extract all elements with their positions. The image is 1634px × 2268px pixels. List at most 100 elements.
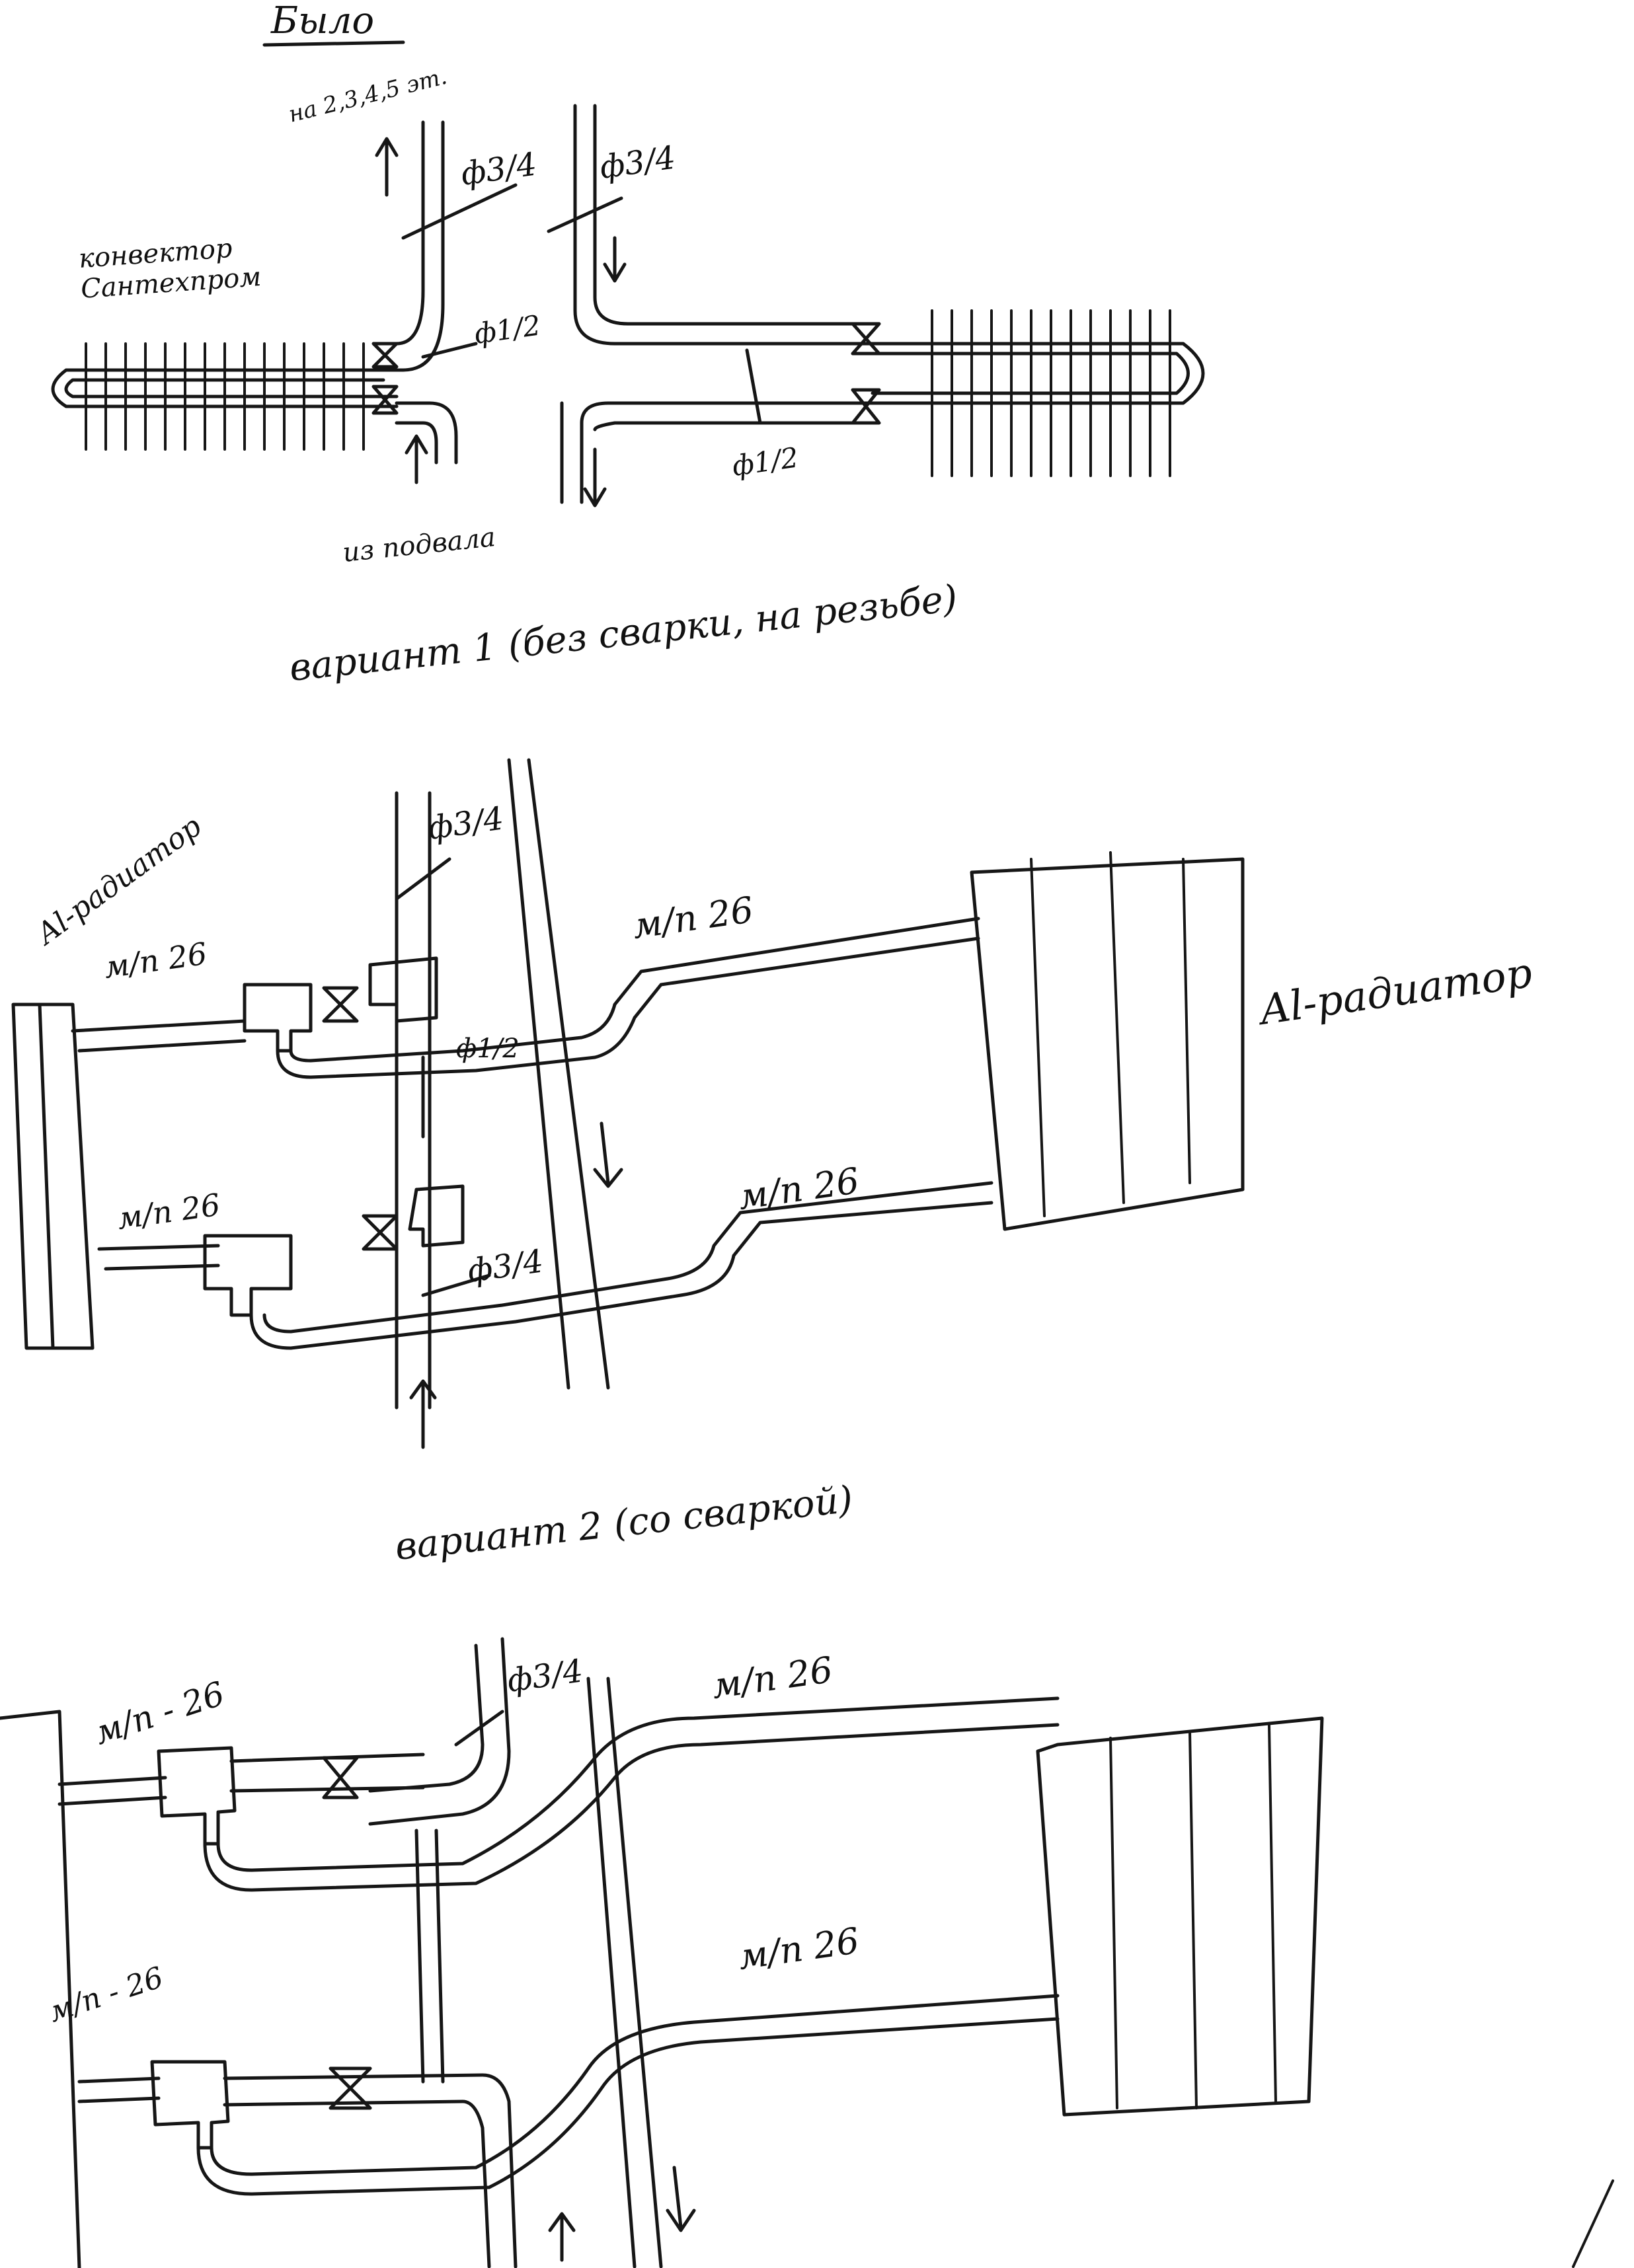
v1-return-left-inner bbox=[395, 421, 438, 465]
v3-label-mp-lower-right: м/п 26 bbox=[736, 1920, 862, 1978]
variant-3-diagram: ф3/4 м/п - 26 м/п - 26 м/п 26 м/п 26 bbox=[0, 1637, 1614, 2268]
v2-tee-lower-left bbox=[203, 1234, 293, 1317]
v3-right-radiator-sections bbox=[1109, 1723, 1277, 2109]
v1-right-down-arrow bbox=[603, 236, 627, 283]
v3-riser-a bbox=[368, 1644, 485, 1793]
v3-riser-b bbox=[368, 1637, 511, 1826]
v2-caption: вариант 2 (со сваркой) bbox=[393, 1478, 855, 1569]
v2-label-riser-top: ф3/4 bbox=[426, 800, 506, 847]
v3-upper-return bbox=[216, 1696, 1060, 1872]
v1-valve-right-bottom bbox=[851, 388, 881, 425]
v2-callout-top bbox=[395, 857, 451, 901]
v3-lower-pipe bbox=[223, 2073, 518, 2268]
v2-callout-bottom bbox=[421, 1273, 491, 1297]
v2-tee-upper-right bbox=[368, 956, 438, 1023]
v2-lower-bypass bbox=[249, 1201, 993, 1350]
v1-label-left-branch: ф1/2 bbox=[473, 309, 543, 350]
v2-label-branch: ф1/2 bbox=[456, 1034, 520, 1064]
v1-left-pipe-callout bbox=[401, 183, 518, 240]
v3-label-mp-lower-left: м/п - 26 bbox=[45, 1961, 168, 2029]
v3-label-mp-upper-left: м/п - 26 bbox=[90, 1675, 229, 1753]
v1-valve-left-bottom bbox=[371, 385, 399, 415]
v3-callout bbox=[454, 1710, 504, 1747]
v1-label-right-branch: ф1/2 bbox=[730, 441, 800, 482]
v3-right-radiator bbox=[1036, 1716, 1324, 2117]
v1-return-right-inner bbox=[580, 421, 875, 504]
v2-down-arrow bbox=[593, 1121, 623, 1188]
sheet-title: Было bbox=[270, 0, 374, 42]
v1-riser-right-inner bbox=[593, 104, 875, 326]
v2-label-mp-upper-left: м/п 26 bbox=[102, 936, 209, 985]
v1-convector-left-fins bbox=[85, 342, 365, 451]
v1-convector-right-fins bbox=[931, 309, 1171, 477]
v1-valve-left-top bbox=[371, 342, 399, 369]
v2-label-mp-lower-left: м/п 26 bbox=[115, 1187, 222, 1236]
v3-label-riser: ф3/4 bbox=[505, 1652, 586, 1699]
v2-upper-bypass bbox=[276, 936, 980, 1079]
variant-1-diagram: на 2,3,4,5 эт. ф3/4 ф3/4 ф1/2 ф1/2 конве… bbox=[51, 63, 1205, 690]
v2-up-arrow bbox=[409, 1379, 437, 1449]
v1-valve-right-top bbox=[851, 322, 881, 356]
v1-right-down-arrow-2 bbox=[583, 447, 607, 508]
v2-left-radiator bbox=[11, 1002, 95, 1350]
v3-tee-upper bbox=[157, 1746, 237, 1846]
v2-label-riser-bottom: ф3/4 bbox=[465, 1242, 546, 1289]
v1-riser-right bbox=[573, 104, 875, 346]
v2-label-left-radiator: Al-радиатор bbox=[28, 810, 208, 952]
v2-riser-d bbox=[527, 758, 610, 1390]
v2-valve-upper bbox=[322, 986, 359, 1023]
v3-riser-c bbox=[586, 1677, 637, 2268]
v1-riser-left bbox=[381, 120, 425, 346]
v3-left-radiator bbox=[0, 1710, 81, 2268]
v1-label-from-basement: из подвала bbox=[341, 522, 496, 568]
v1-convector-right-inner bbox=[871, 352, 1190, 395]
v1-return-left bbox=[395, 401, 458, 465]
v2-valve-lower bbox=[362, 1214, 399, 1251]
v1-up-arrow-top bbox=[375, 137, 399, 197]
v3-margin-scribble bbox=[1572, 2179, 1614, 2268]
v2-label-mp-upper-right: м/п 26 bbox=[630, 889, 756, 947]
v2-tee-upper-left bbox=[243, 983, 313, 1053]
v1-branch-callout bbox=[421, 342, 478, 359]
v3-lower-return-inner bbox=[196, 2017, 1060, 2196]
v2-lower-bypass-inner bbox=[262, 1181, 993, 1334]
v1-up-arrow-bottom bbox=[405, 434, 428, 484]
v3-riser-d bbox=[606, 1677, 663, 2268]
v3-valve-lower bbox=[329, 2066, 372, 2110]
v2-mp-lower-left-a bbox=[97, 1244, 220, 1251]
v1-convector-right bbox=[871, 342, 1205, 405]
v2-mp-upper-left-a bbox=[71, 1019, 247, 1033]
v2-tee-lower-right bbox=[408, 1184, 465, 1248]
v3-mp-upper-left bbox=[58, 1776, 167, 1806]
v3-riser-e bbox=[414, 1829, 425, 2084]
v1-label-up-floors: на 2,3,4,5 эт. bbox=[286, 63, 450, 128]
v3-upper-return-inner bbox=[203, 1723, 1060, 1892]
v2-upper-bypass-inner bbox=[289, 917, 980, 1063]
v2-right-radiator bbox=[970, 857, 1245, 1231]
v1-label-left-pipe: ф3/4 bbox=[459, 145, 539, 192]
v1-right-riser-callout bbox=[547, 196, 623, 233]
v3-upper-pipe bbox=[229, 1753, 425, 1793]
v1-right-branch-callout bbox=[745, 348, 762, 425]
v3-label-mp-upper-right: м/п 26 bbox=[709, 1649, 836, 1707]
v3-up-arrow bbox=[548, 2212, 576, 2262]
variant-2-diagram: Al-радиатор Al-радиатор ф3/4 ф3/4 ф1/2 м… bbox=[11, 758, 1535, 1569]
v1-return-right bbox=[560, 401, 875, 504]
v3-valve-upper bbox=[322, 1756, 359, 1799]
v2-right-radiator-sections bbox=[1030, 851, 1191, 1217]
v1-convector-left bbox=[51, 368, 399, 408]
v2-mp-lower-left-b bbox=[104, 1264, 220, 1271]
v3-tee-lower bbox=[150, 2060, 230, 2150]
v2-label-mp-lower-right: м/п 26 bbox=[736, 1160, 862, 1218]
v1-label-convector-line1: конвекторСантехпром bbox=[77, 231, 262, 305]
v2-label-right-radiator: Al-радиатор bbox=[1254, 948, 1535, 1035]
v2-mp-upper-left-b bbox=[77, 1039, 247, 1053]
v1-label-right-pipe: ф3/4 bbox=[598, 139, 678, 186]
v3-lower-return bbox=[210, 1994, 1060, 2176]
v1-caption: вариант 1 (без сварки, на резьбе) bbox=[288, 577, 960, 690]
v1-convector-left-inner bbox=[64, 378, 399, 398]
v3-mp-lower-left bbox=[77, 2076, 161, 2103]
v2-riser-c bbox=[507, 758, 570, 1390]
v3-down-arrow bbox=[666, 2166, 696, 2232]
